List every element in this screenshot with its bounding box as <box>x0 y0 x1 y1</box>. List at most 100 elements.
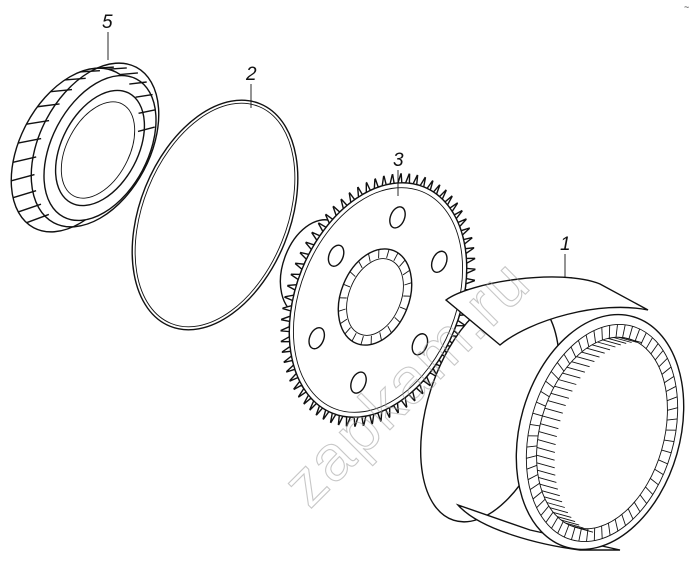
ring-gear-tooth-depth <box>591 344 611 351</box>
ring-gear-tooth-depth <box>608 337 627 344</box>
ring-gear-tooth <box>532 412 543 417</box>
ring-gear-tooth <box>526 455 537 459</box>
spline-tooth <box>379 332 382 341</box>
ring-gear-tooth <box>550 371 559 380</box>
bearing-roller <box>64 77 86 81</box>
ring-gear-tooth <box>540 391 550 398</box>
ring-gear-tooth <box>627 508 634 520</box>
ring-gear-tooth <box>601 327 603 341</box>
ring-gear-tooth <box>661 366 672 375</box>
ring-gear-tooth <box>563 353 571 365</box>
ring-gear-tooth <box>650 343 659 355</box>
svg-text:3: 3 <box>393 150 404 171</box>
bolt-hole <box>308 326 326 350</box>
ring-gear-tooth-depth <box>565 522 584 529</box>
spline-tooth <box>344 327 351 335</box>
bearing-part-5 <box>10 62 160 233</box>
ring-gear-tooth-depth <box>613 337 632 343</box>
ring-gear-tooth <box>615 324 618 338</box>
ring-gear-tooth-depth <box>536 454 555 461</box>
ring-gear-tooth <box>664 439 675 443</box>
ring-gear-tooth-depth <box>550 392 570 399</box>
ring-gear-tooth <box>628 326 634 339</box>
ring-gear-tooth-depth <box>537 439 556 446</box>
spline-tooth <box>343 283 351 288</box>
ring-gear-tooth <box>545 511 554 523</box>
ring-gear-tooth <box>563 524 570 538</box>
bearing-roller <box>18 137 42 144</box>
ring-gear-tooth <box>645 486 654 495</box>
spline-tooth <box>368 253 371 262</box>
ring-gear-tooth-depth <box>581 351 600 358</box>
spline-tooth <box>360 335 364 345</box>
ring-gear-tooth <box>621 514 627 526</box>
callout-1: 1 <box>560 234 571 278</box>
bearing-roller <box>108 67 127 70</box>
spline-tooth <box>393 252 399 262</box>
spline-tooth <box>394 317 401 323</box>
bearing-roller <box>26 119 50 125</box>
ring-gear-tooth <box>536 401 546 407</box>
corner-mark: ~ <box>684 2 689 12</box>
ring-gear-tooth-depth <box>538 431 557 438</box>
ring-gear-tooth <box>622 324 626 338</box>
ring-gear-part-1 <box>419 276 685 551</box>
ring-gear-tooth-depth <box>547 400 566 407</box>
spline-tooth <box>387 325 392 334</box>
ring-gear-tooth <box>665 385 677 392</box>
spline-tooth <box>339 318 348 325</box>
ring-gear-tooth-depth <box>556 516 576 523</box>
ring-gear-tooth-depth <box>576 356 595 363</box>
ring-gear-tooth <box>607 523 611 536</box>
ring-gear-tooth-depth <box>561 519 580 526</box>
ring-gear-tooth <box>557 521 564 534</box>
ring-gear-tooth-depth <box>571 361 590 368</box>
spline-tooth <box>399 259 406 267</box>
ring-gear-tooth <box>570 527 576 540</box>
ring-gear-tooth <box>526 445 538 448</box>
ring-gear-tooth-depth <box>541 490 560 497</box>
ring-gear-tooth-depth <box>602 339 621 346</box>
ring-gear-tooth <box>593 330 597 343</box>
ring-gear-tooth-depth <box>543 496 563 503</box>
bearing-roller <box>12 189 37 199</box>
ring-gear-tooth-depth <box>544 407 563 414</box>
bolt-hole <box>430 250 448 274</box>
bolt-hole <box>350 371 367 394</box>
bolt-hole <box>327 244 345 267</box>
spline-tooth <box>402 269 411 276</box>
o-ring-part-2 <box>131 99 299 331</box>
ring-gear-tooth <box>570 346 577 358</box>
ring-gear-tooth-depth <box>618 336 637 343</box>
ring-gear-tooth <box>536 498 546 509</box>
svg-text:5: 5 <box>102 12 113 33</box>
ring-gear-tooth <box>601 525 603 539</box>
ring-gear-tooth <box>551 517 559 529</box>
ring-gear-tooth-depth <box>536 446 556 453</box>
bearing-roller <box>137 126 155 133</box>
ring-gear-tooth-depth <box>558 379 577 385</box>
spline-tooth <box>338 308 346 312</box>
ring-gear-tooth-depth <box>597 341 616 348</box>
ring-gear-tooth <box>614 519 619 532</box>
ring-gear-tooth <box>645 337 653 349</box>
bearing-roller <box>135 93 153 98</box>
ring-gear-tooth <box>633 501 641 513</box>
ring-gear-tooth <box>529 482 540 490</box>
ring-gear-tooth <box>634 328 641 342</box>
spline-tooth <box>351 332 357 342</box>
bearing-roller <box>18 203 42 213</box>
ring-gear-tooth <box>664 376 675 384</box>
spline-tooth <box>349 271 356 277</box>
ring-gear-tooth <box>526 464 538 470</box>
ring-gear-tooth-depth <box>538 476 557 483</box>
ring-gear-tooth <box>639 494 647 504</box>
ring-gear-tooth-depth <box>546 502 565 508</box>
ring-gear-tooth-depth <box>542 415 561 422</box>
spline-tooth <box>399 306 407 311</box>
bearing-roller <box>94 66 114 70</box>
ring-gear-tooth <box>527 474 539 481</box>
svg-text:1: 1 <box>560 234 571 255</box>
ring-gear-tooth-depth <box>549 507 569 514</box>
ring-gear-tooth <box>540 505 550 516</box>
